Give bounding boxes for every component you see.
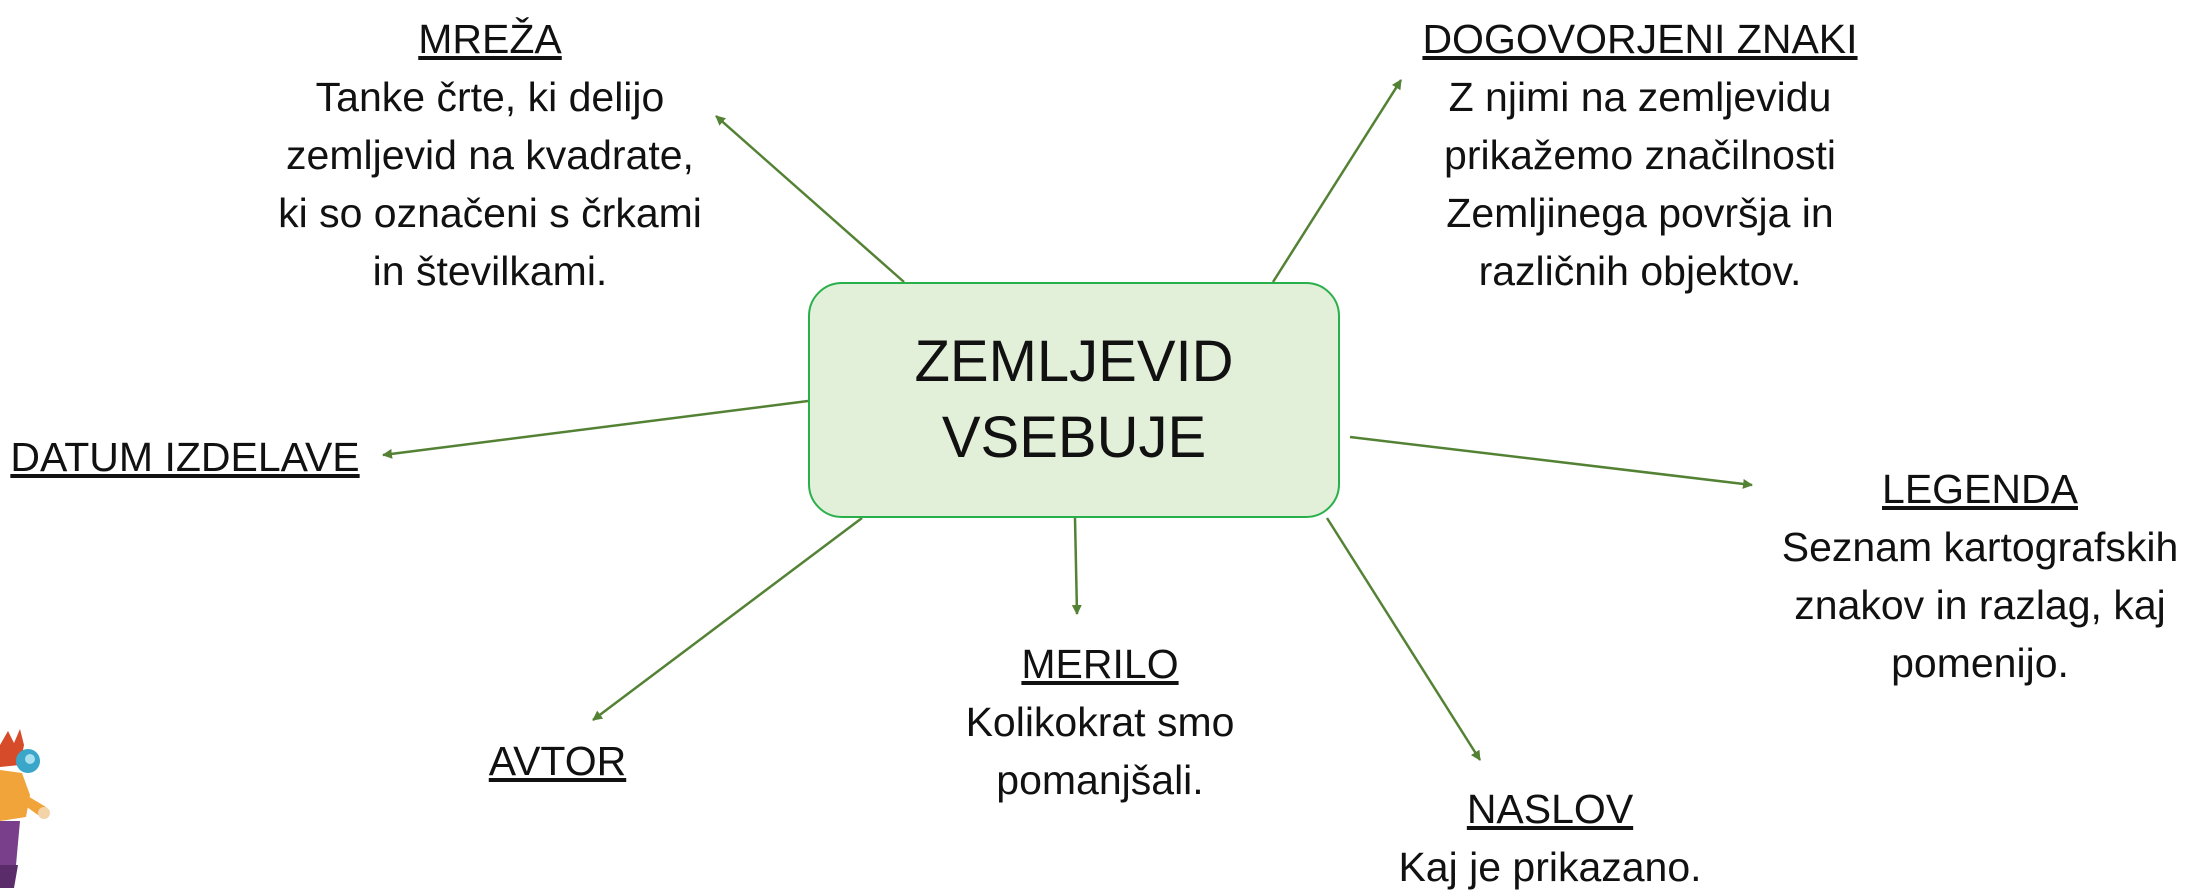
center-title-line1: ZEMLJEVID bbox=[914, 329, 1234, 394]
dogovorjeni-znaki-heading: DOGOVORJENI ZNAKI bbox=[1422, 16, 1858, 62]
mreza-heading: MREŽA bbox=[418, 16, 562, 62]
cartoon-character-icon bbox=[0, 729, 50, 888]
dogovorjeni-znaki-desc-line: Zemljinega površja in bbox=[1446, 190, 1834, 236]
arrow-to-avtor bbox=[592, 517, 863, 721]
arrow-to-naslov bbox=[1325, 517, 1482, 761]
node-naslov: NASLOV Kaj je prikazano. bbox=[1350, 780, 1750, 896]
mreza-desc-line: ki so označeni s črkami bbox=[278, 190, 702, 236]
datum-izdelave-heading: DATUM IZDELAVE bbox=[10, 434, 360, 480]
merilo-desc-line: pomanjšali. bbox=[996, 757, 1204, 803]
node-merilo: MERILO Kolikokrat smo pomanjšali. bbox=[900, 635, 1300, 809]
dogovorjeni-znaki-desc-line: prikažemo značilnosti bbox=[1444, 132, 1836, 178]
node-mreza: MREŽA Tanke črte, ki delijo zemljevid na… bbox=[240, 10, 740, 300]
mreza-desc-line: in številkami. bbox=[372, 248, 608, 294]
mreza-desc-line: zemljevid na kvadrate, bbox=[286, 132, 694, 178]
merilo-desc-line: Kolikokrat smo bbox=[965, 699, 1235, 745]
node-avtor: AVTOR bbox=[440, 732, 675, 790]
dogovorjeni-znaki-desc-line: Z njimi na zemljevidu bbox=[1448, 74, 1832, 120]
center-topic-box: ZEMLJEVID VSEBUJE bbox=[808, 282, 1340, 518]
legenda-desc-line: Seznam kartografskih bbox=[1781, 524, 2179, 570]
node-dogovorjeni-znaki: DOGOVORJENI ZNAKI Z njimi na zemljevidu … bbox=[1390, 10, 1890, 300]
merilo-heading: MERILO bbox=[1021, 641, 1179, 687]
arrow-to-dogovorjeni-znaki bbox=[1271, 79, 1403, 283]
legenda-desc-line: pomenijo. bbox=[1891, 640, 2069, 686]
node-legenda: LEGENDA Seznam kartografskih znakov in r… bbox=[1765, 460, 2195, 692]
legenda-desc-line: znakov in razlag, kaj bbox=[1794, 582, 2166, 628]
dogovorjeni-znaki-desc-line: različnih objektov. bbox=[1478, 248, 1802, 294]
arrow-to-mreza bbox=[715, 115, 905, 283]
avtor-heading: AVTOR bbox=[488, 738, 627, 784]
arrow-to-datum-izdelave bbox=[382, 399, 809, 459]
arrow-to-legenda bbox=[1349, 435, 1753, 489]
naslov-desc-line: Kaj je prikazano. bbox=[1398, 844, 1702, 890]
arrow-to-merilo bbox=[1071, 517, 1082, 615]
center-title-line2: VSEBUJE bbox=[941, 405, 1207, 470]
naslov-heading: NASLOV bbox=[1466, 786, 1634, 832]
mreza-desc-line: Tanke črte, ki delijo bbox=[315, 74, 665, 120]
node-datum-izdelave: DATUM IZDELAVE bbox=[0, 428, 370, 486]
legenda-heading: LEGENDA bbox=[1882, 466, 2078, 512]
